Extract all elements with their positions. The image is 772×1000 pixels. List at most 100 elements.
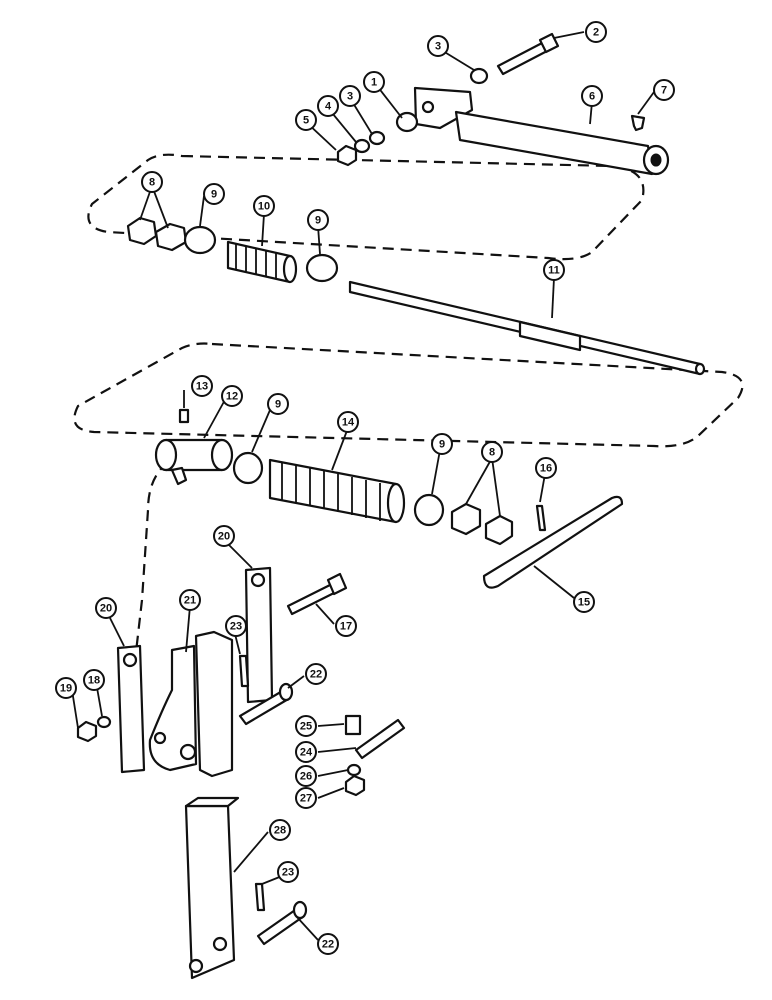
callout-label: 9 xyxy=(275,399,281,411)
callout-label: 22 xyxy=(322,939,334,951)
callout-label: 8 xyxy=(489,447,495,459)
bracket-part xyxy=(148,630,234,778)
tube-part xyxy=(413,86,670,176)
bolt-part xyxy=(286,572,348,616)
callout-14: 14 xyxy=(337,411,359,433)
callout-label: 14 xyxy=(342,417,355,429)
lock-washer-part xyxy=(346,763,362,777)
callout-label: 16 xyxy=(540,463,552,475)
cotter-pin-part xyxy=(254,882,266,912)
nut-part xyxy=(484,514,514,546)
callout-circle xyxy=(295,741,317,763)
callout-label: 12 xyxy=(226,391,238,403)
handle-part xyxy=(482,495,624,589)
callout-label: 17 xyxy=(340,621,352,633)
callout-label: 8 xyxy=(149,177,155,189)
callout-circle xyxy=(95,597,117,619)
callout-9: 9 xyxy=(267,393,289,415)
callout-11: 11 xyxy=(543,259,565,281)
callout-label: 3 xyxy=(347,91,353,103)
spring-part xyxy=(226,240,298,284)
callout-12: 12 xyxy=(221,385,243,407)
callout-label: 9 xyxy=(211,189,217,201)
washer-part xyxy=(305,253,339,283)
callout-9: 9 xyxy=(307,209,329,231)
spring-part xyxy=(268,458,406,524)
washer-part xyxy=(368,130,386,146)
nut-part xyxy=(450,502,482,536)
washer-part xyxy=(469,67,489,85)
strap-part xyxy=(244,566,274,704)
callout-26: 26 xyxy=(295,765,317,787)
callout-label: 3 xyxy=(435,41,441,53)
nut-part xyxy=(344,774,366,797)
arm-part xyxy=(184,796,240,980)
callout-16: 16 xyxy=(535,457,557,479)
screw-part xyxy=(630,114,646,132)
callout-circle xyxy=(317,95,339,117)
callout-circle xyxy=(269,819,291,841)
callout-24: 24 xyxy=(295,741,317,763)
threaded-rod-part xyxy=(348,280,706,376)
callout-label: 18 xyxy=(88,675,100,687)
callout-5: 5 xyxy=(295,109,317,131)
callout-circle xyxy=(191,375,213,397)
callout-20: 20 xyxy=(213,525,235,547)
callout-circle xyxy=(317,933,339,955)
callout-13: 13 xyxy=(191,375,213,397)
lock-washer-part xyxy=(96,715,112,729)
callout-3: 3 xyxy=(339,85,361,107)
callout-label: 1 xyxy=(371,77,377,89)
callout-27: 27 xyxy=(295,787,317,809)
callout-label: 13 xyxy=(196,381,208,393)
washer-part xyxy=(183,225,217,255)
callout-8: 8 xyxy=(481,441,503,463)
callout-circle xyxy=(277,861,299,883)
callout-22: 22 xyxy=(317,933,339,955)
callout-label: 27 xyxy=(300,793,312,805)
callout-circle xyxy=(573,591,595,613)
callout-circle xyxy=(55,677,77,699)
callout-4: 4 xyxy=(317,95,339,117)
callout-label: 4 xyxy=(325,101,332,113)
callout-label: 11 xyxy=(548,265,560,277)
washer-part xyxy=(232,451,264,485)
callout-label: 5 xyxy=(303,115,309,127)
callout-circle xyxy=(213,525,235,547)
clevis-pin-part xyxy=(256,900,308,946)
callout-label: 21 xyxy=(184,595,196,607)
roll-pin-part xyxy=(535,504,547,532)
nut-part xyxy=(336,144,358,167)
callout-circle xyxy=(203,183,225,205)
callout-label: 28 xyxy=(274,825,286,837)
callout-label: 2 xyxy=(593,27,599,39)
callout-circle xyxy=(253,195,275,217)
callout-circle xyxy=(179,589,201,611)
strap-part xyxy=(116,644,146,774)
callout-3: 3 xyxy=(427,35,449,57)
callout-1: 1 xyxy=(363,71,385,93)
washer-part xyxy=(413,493,445,527)
callout-circle xyxy=(653,79,675,101)
callout-label: 9 xyxy=(315,215,321,227)
callout-label: 24 xyxy=(300,747,313,759)
callout-label: 26 xyxy=(300,771,312,783)
callout-circle xyxy=(535,457,557,479)
callout-9: 9 xyxy=(203,183,225,205)
callout-9: 9 xyxy=(431,433,453,455)
callout-circle xyxy=(481,441,503,463)
bolt-part xyxy=(496,32,560,76)
callout-10: 10 xyxy=(253,195,275,217)
callout-7: 7 xyxy=(653,79,675,101)
lock-washer-part xyxy=(353,138,371,154)
callout-25: 25 xyxy=(295,715,317,737)
callout-label: 25 xyxy=(300,721,312,733)
pin-part xyxy=(354,718,406,760)
callout-19: 19 xyxy=(55,677,77,699)
nut-part xyxy=(154,222,188,252)
nut-part xyxy=(126,216,158,246)
callout-circle xyxy=(225,615,247,637)
bolt-part xyxy=(344,714,362,736)
